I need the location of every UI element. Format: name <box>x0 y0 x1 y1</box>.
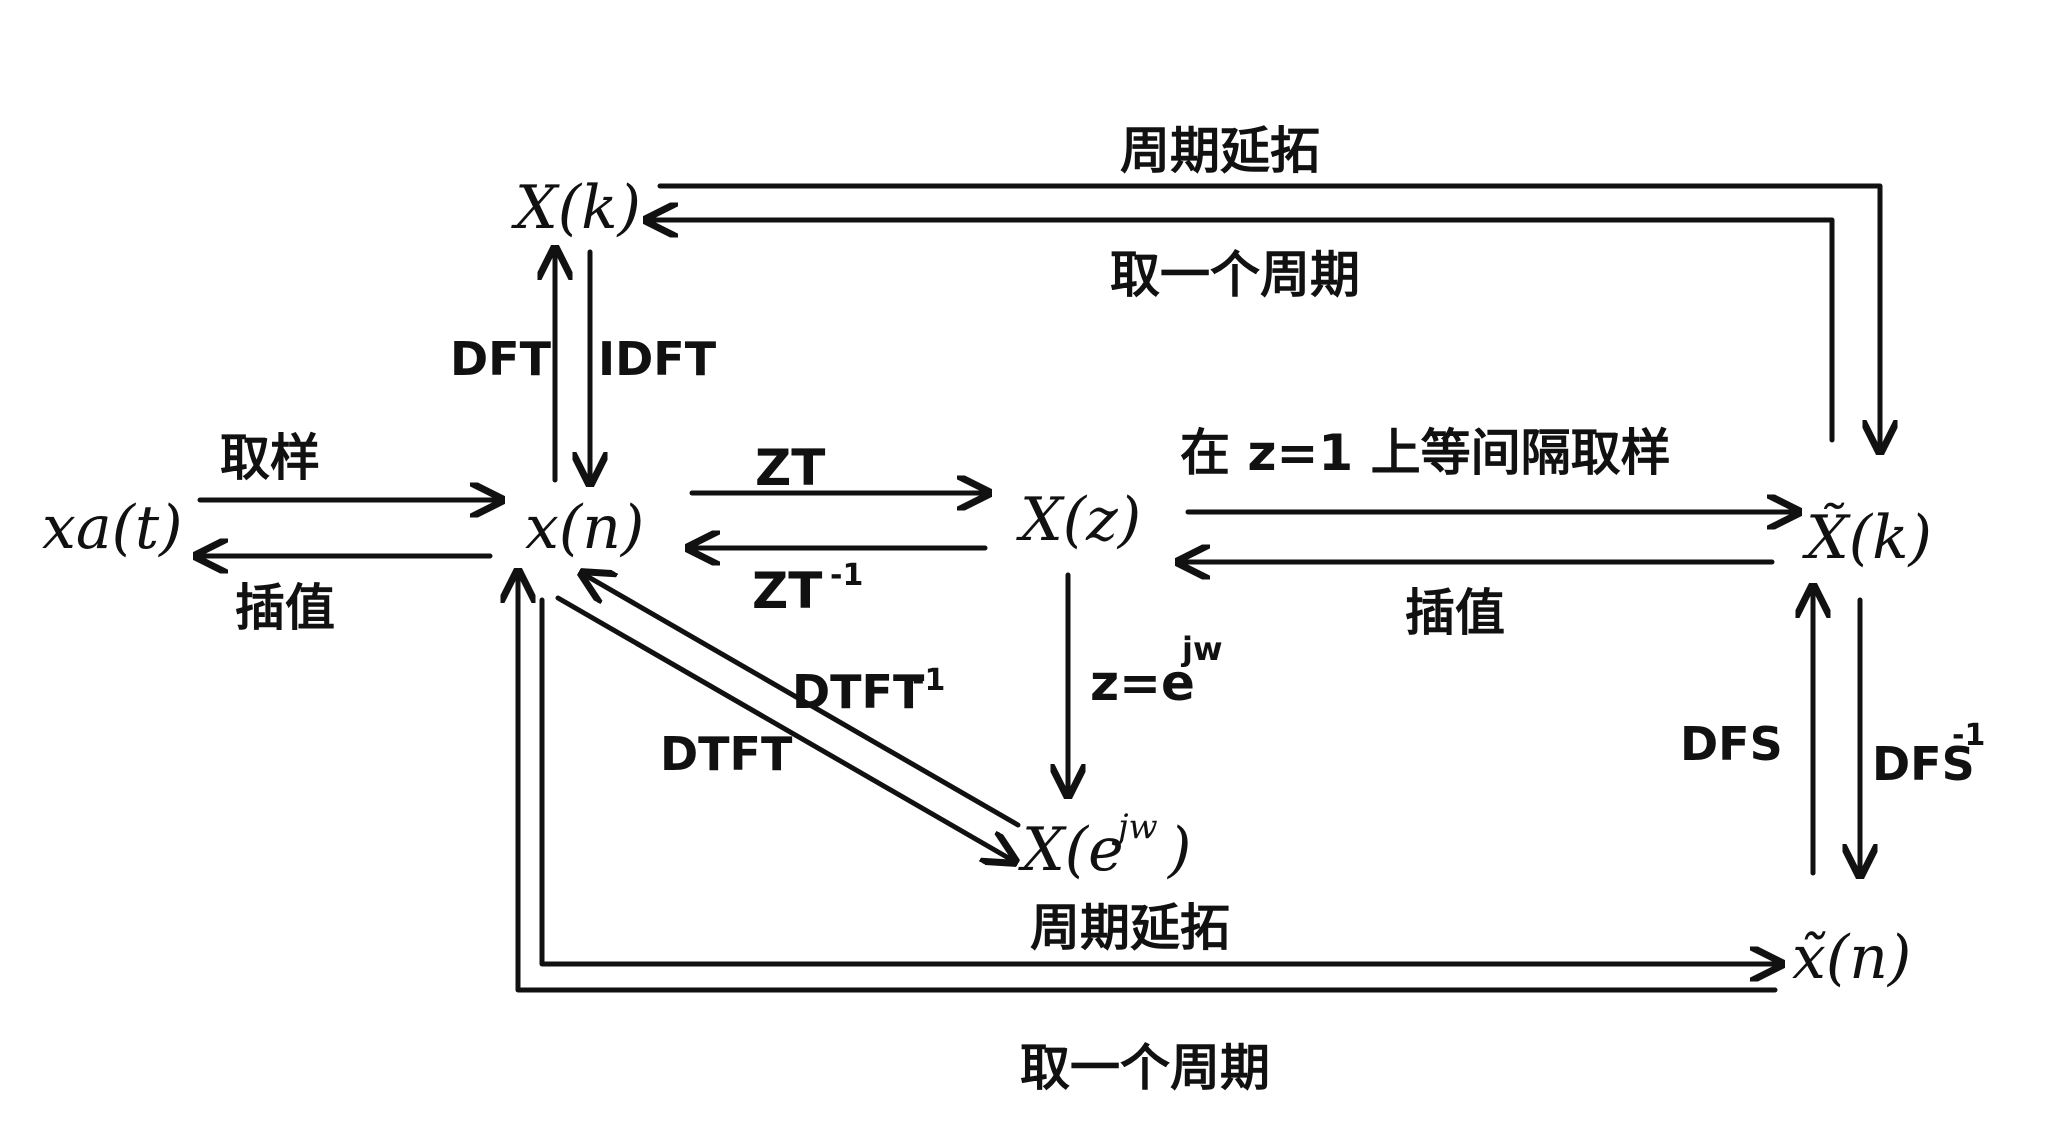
label-z-substitution-base: z=e <box>1090 654 1195 712</box>
arrow-dtft-inv <box>585 575 1021 828</box>
label-z-substitution: z=e jw <box>1090 630 1223 712</box>
label-z-substitution-sup: jw <box>1180 630 1223 668</box>
label-zt-inv-base: ZT <box>752 562 822 620</box>
label-sampling: 取样 <box>220 429 320 487</box>
arrow-periodic-extension-bottom <box>539 597 1778 964</box>
label-zt-inv-sup: -1 <box>830 558 863 593</box>
arrow-periodic-extension-top <box>657 183 1880 448</box>
label-idft: IDFT <box>598 332 717 386</box>
node-x-tilde-n: x̃(n) <box>1792 923 1911 993</box>
label-unit-circle-sampling: 在 z=1 上等间隔取样 <box>1180 424 1671 482</box>
label-dtft: DTFT <box>660 727 793 781</box>
node-x-n: x(n) <box>525 493 644 563</box>
label-dfs-inv: DFS -1 <box>1872 718 1985 791</box>
node-X-ejw: X(e jw ) <box>1018 807 1191 885</box>
node-xa-t: xa(t) <box>42 493 183 563</box>
node-X-ejw-close: ) <box>1166 815 1191 885</box>
label-zt-inv: ZT -1 <box>752 558 863 620</box>
arrow-take-one-period-bottom <box>518 575 1778 993</box>
node-X-ejw-base: X(e <box>1018 815 1124 885</box>
label-dtft-inv: DTFT -1 <box>792 663 945 719</box>
arrow-dtft <box>555 595 1012 860</box>
arrow-take-one-period-top <box>650 220 1835 443</box>
label-zt: ZT <box>755 439 825 497</box>
label-periodic-extension-top: 周期延拓 <box>1120 122 1320 180</box>
label-dtft-inv-sup: -1 <box>912 663 945 698</box>
label-interpolation-left: 插值 <box>235 579 335 637</box>
label-interpolation-right: 插值 <box>1405 584 1505 642</box>
node-X-z: X(z) <box>1016 485 1141 555</box>
label-dfs: DFS <box>1680 717 1783 771</box>
label-take-one-period-bottom: 取一个周期 <box>1020 1039 1270 1097</box>
label-dfs-inv-base: DFS <box>1872 737 1975 791</box>
label-take-one-period-top: 取一个周期 <box>1110 246 1360 304</box>
label-dfs-inv-sup: -1 <box>1952 718 1985 753</box>
node-X-tilde-k: X̃(k) <box>1802 502 1932 573</box>
node-X-k: X(k) <box>511 173 641 243</box>
label-dtft-inv-base: DTFT <box>792 665 925 719</box>
label-dft: DFT <box>450 332 552 386</box>
node-X-ejw-sup: jw <box>1111 807 1158 847</box>
label-periodic-extension-bottom: 周期延拓 <box>1030 899 1230 957</box>
